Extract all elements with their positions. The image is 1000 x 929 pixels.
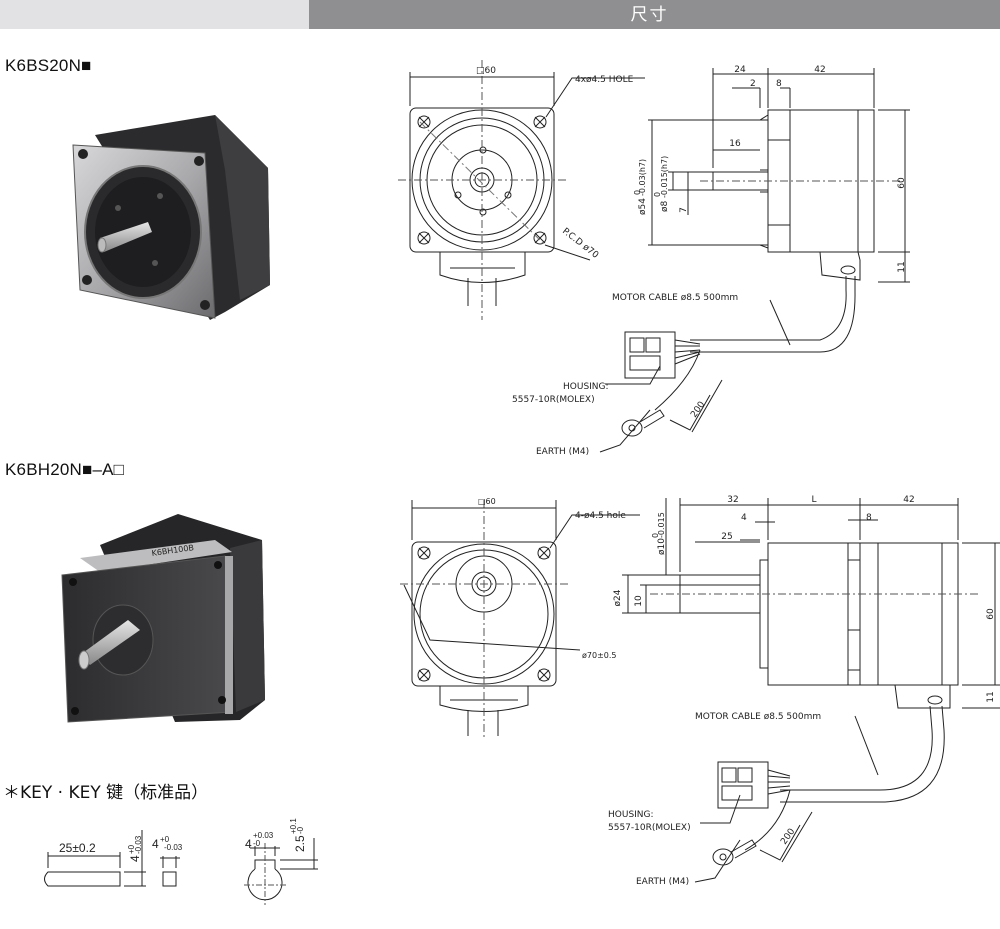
d2-housing-2: 5557-10R(MOLEX) [608,823,691,833]
header-title: 尺寸 [630,5,669,25]
d2-dim-10: 10 [634,595,644,607]
key-w4-tol-up: +0 [160,835,170,844]
d1-dim-8: 8 [776,79,782,89]
key-w4: 4 [152,837,159,851]
key-h4-tol-dn: -0.03 [134,835,143,854]
d2-dia10: ø10 [657,538,667,555]
d1-dim-60: 60 [897,177,907,189]
drawing-2-front-view [400,500,640,740]
key-s4-tol-up: +0.03 [253,831,274,840]
d1-dia54: ø54 [638,198,648,215]
model-1-label: K6BS20N■ [5,56,92,75]
header-bar-left [0,0,309,29]
d2-dim-25: 25 [721,532,732,542]
d2-square-label: □60 [478,497,496,506]
d2-dia10-tol: -0.015 [657,512,666,538]
header-bar-title: 尺寸 [309,0,1000,29]
d1-dia8-tol: -0.015(h7) [660,156,669,198]
d1-dim-2: 2 [750,79,756,89]
d2-dim-200: 200 [779,827,797,847]
d1-dia8-upper: 0 [653,192,662,197]
key-d25-tol-up: +0.1 [289,818,298,834]
d2-dim-42: 42 [903,495,914,505]
d1-hole-label: 4xø4.5 HOLE [575,75,634,85]
key-d25-tol-dn: -0 [296,826,305,834]
d1-dia54-upper: 0 [633,190,642,195]
key-h4-tol-up: +0 [127,844,136,854]
d2-cable-label: MOTOR CABLE ø8.5 500mm [695,712,821,722]
d1-dim-24: 24 [734,65,746,75]
d2-housing-1: HOUSING: [608,810,654,820]
drawing-1-front-view [398,60,645,320]
d2-dim-11: 11 [986,691,996,702]
key-section-title: ＊KEY · KEY 键（标准品） [3,783,209,803]
model-2-label: K6BH20N■–A□ [5,460,125,479]
d1-cable-label: MOTOR CABLE ø8.5 500mm [612,293,738,303]
key-d25: 2.5 [293,835,307,852]
d2-dia10-upper: 0 [651,533,660,538]
key-len: 25±0.2 [59,841,96,855]
d2-dim-L: L [811,495,816,505]
d2-dia70-label: ø70±0.5 [582,651,617,660]
d1-dia54-tol: -0.03(h7) [638,159,647,196]
d1-square-label: □60 [476,66,496,76]
key-s4: 4 [245,837,252,851]
d2-dia24: ø24 [613,589,623,606]
d1-pcd-label: P.C.D ø70 [560,226,600,260]
d2-dim-4: 4 [741,513,747,523]
d1-dia8: ø8 [660,200,670,212]
key-drawing [44,830,318,905]
motor-photo-2: K6BH100B [61,514,265,723]
key-w4-tol-dn: -0.03 [164,843,183,852]
key-s4-tol-dn: -0 [253,839,261,848]
d2-dim-8: 8 [866,513,872,523]
d1-earth-label: EARTH (M4) [536,447,589,457]
d2-dim-60: 60 [986,608,996,620]
d1-dim-7: 7 [679,207,689,213]
d1-housing-2: 5557-10R(MOLEX) [512,395,595,405]
d2-earth-label: EARTH (M4) [636,877,689,887]
key-h4: 4 [128,855,142,862]
d1-dim-16: 16 [729,139,741,149]
drawing-2-side-view [622,498,1000,883]
d1-dim-42: 42 [814,65,825,75]
d2-hole-label: 4-ø4.5 hole [575,511,626,521]
drawing-1-side-view [599,68,910,453]
d1-housing-1: HOUSING: [563,382,609,392]
motor-photo-1 [72,115,270,320]
d1-dim-11: 11 [897,261,907,272]
d2-dim-32: 32 [727,495,738,505]
